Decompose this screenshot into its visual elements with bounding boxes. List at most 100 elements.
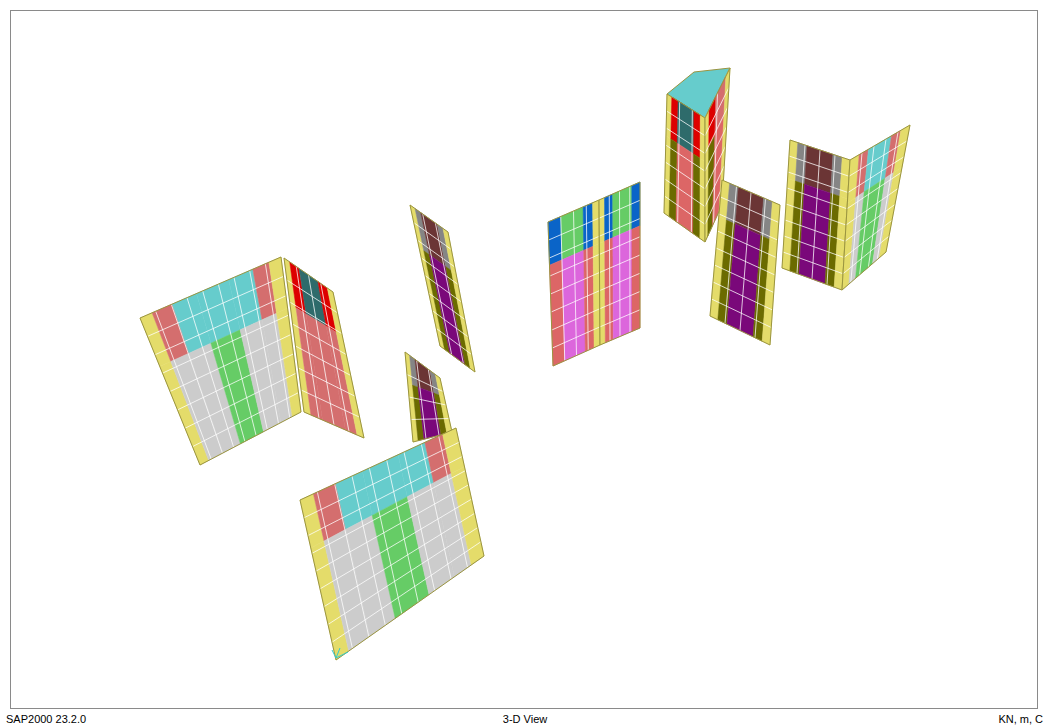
wall-group — [140, 68, 910, 660]
mesh-line — [290, 302, 342, 334]
shell-band — [584, 246, 594, 351]
shell-band — [613, 186, 632, 238]
mesh-line — [411, 419, 449, 420]
shell-band — [762, 239, 777, 345]
mesh-line — [552, 327, 600, 348]
mesh-line — [784, 236, 844, 258]
mesh-line — [666, 145, 705, 171]
mesh-line — [786, 204, 846, 225]
shell-band — [410, 205, 475, 372]
mesh-line — [787, 188, 847, 209]
mesh-line — [320, 499, 472, 589]
mesh-line — [425, 276, 462, 303]
mesh-line — [848, 157, 904, 193]
mesh-line — [552, 309, 600, 330]
mesh-line — [178, 354, 294, 410]
axis-symbol — [332, 648, 348, 658]
mesh-line — [170, 335, 291, 392]
mesh-line — [678, 102, 680, 223]
mesh-line — [324, 513, 475, 606]
mesh-line — [298, 368, 355, 396]
shell-band — [605, 194, 613, 241]
mesh-line — [321, 284, 349, 432]
mesh-line — [550, 254, 600, 276]
mesh-line — [429, 293, 465, 319]
mesh-line — [788, 172, 848, 193]
mesh-line — [407, 375, 443, 392]
mesh-line — [308, 456, 462, 535]
mesh-line — [600, 292, 640, 309]
shell-band — [842, 125, 910, 290]
mesh-line — [193, 393, 299, 447]
mesh-line — [845, 204, 895, 241]
mesh-line — [783, 252, 843, 274]
shell-band — [632, 226, 640, 332]
mesh-line — [549, 218, 600, 240]
mesh-line — [421, 258, 458, 285]
shell-band — [140, 257, 301, 465]
mesh-line — [185, 373, 296, 428]
mesh-line — [844, 220, 892, 257]
mesh-line — [414, 223, 452, 250]
shell-band — [664, 94, 705, 242]
status-text: 3-D View — [503, 713, 547, 726]
mesh-line — [332, 542, 481, 642]
shell-band — [671, 97, 678, 143]
mesh-line — [551, 273, 600, 295]
mesh-line — [599, 237, 640, 255]
shell-band — [405, 352, 452, 442]
mesh-line — [785, 220, 845, 241]
mesh-line — [316, 485, 468, 571]
shell-band — [277, 308, 301, 416]
shell-band — [583, 203, 593, 251]
mesh-line — [713, 282, 773, 310]
mesh-line — [846, 189, 898, 226]
mesh-line — [718, 231, 777, 258]
mesh-line — [664, 196, 705, 224]
mesh-line — [847, 173, 901, 209]
shell-band — [632, 182, 640, 229]
shell-band — [613, 229, 632, 339]
shell-band — [548, 200, 600, 366]
mesh-line — [789, 156, 849, 176]
shell-band — [879, 167, 902, 258]
shell-band — [705, 68, 730, 242]
shell-band — [599, 182, 640, 345]
status-text: SAP2000 23.2.0 — [6, 713, 86, 726]
shell-band — [694, 111, 701, 158]
shell-band — [710, 180, 780, 345]
mesh-line — [293, 324, 347, 355]
mesh-line — [287, 280, 338, 313]
mesh-line — [849, 141, 907, 176]
mesh-line — [600, 255, 641, 273]
shell-band — [440, 395, 453, 433]
mesh-line — [409, 397, 446, 405]
mesh-line — [715, 265, 774, 293]
mesh-line — [716, 248, 775, 275]
mesh-line — [296, 267, 319, 419]
mesh-line — [309, 275, 335, 425]
mesh-line — [418, 240, 455, 267]
shell-band — [700, 115, 705, 161]
mesh-line — [439, 436, 468, 568]
mesh-line — [665, 162, 705, 189]
mesh-line — [599, 200, 640, 218]
mesh-line — [433, 311, 469, 337]
mesh-line — [691, 110, 692, 232]
mesh-line — [705, 127, 727, 171]
shell-band — [599, 198, 605, 244]
mesh-line — [705, 107, 728, 153]
shell-band — [693, 154, 700, 239]
status-text: KN, m, C — [998, 713, 1043, 726]
mesh-line — [549, 236, 599, 258]
shell-band — [593, 200, 600, 246]
mesh-line — [665, 179, 705, 207]
shell-band — [782, 140, 850, 290]
mesh-line — [436, 328, 471, 354]
mesh-line — [600, 310, 640, 327]
mesh-line — [304, 442, 459, 518]
shell-band — [443, 229, 456, 275]
mesh-line — [312, 471, 465, 554]
mesh-line — [301, 390, 359, 417]
